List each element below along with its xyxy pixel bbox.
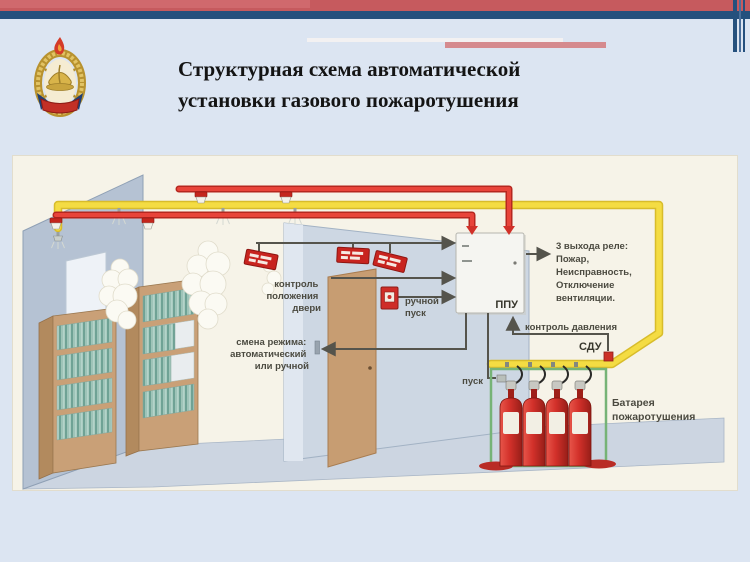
sdu-label: СДУ — [579, 341, 602, 353]
fire-safety-emblem-logo — [34, 37, 86, 117]
header-edge-accent — [733, 0, 737, 52]
door — [327, 268, 377, 468]
cylinder — [545, 362, 569, 467]
bookshelf-right — [125, 278, 199, 457]
header-bar-white — [307, 38, 563, 42]
gas-pipe — [53, 200, 664, 369]
slide-title: Структурная схема автоматической установ… — [178, 54, 618, 116]
door-frame-pillar — [284, 223, 303, 461]
mode-switch-device — [314, 340, 320, 355]
signal-lines — [256, 235, 609, 379]
slide-title-line2: установки газового пожаротушения — [178, 88, 519, 112]
gas-suppression-diagram: ППУ — [22, 174, 725, 490]
alarm-pipe-top — [175, 185, 515, 235]
slide-title-line1: Структурная схема автоматической — [178, 57, 521, 81]
alarm-pipe-bottom — [52, 211, 478, 235]
start-label: пуск — [462, 376, 483, 387]
header-edge-accent — [739, 0, 741, 52]
header-bar-red — [0, 0, 750, 11]
header-edge-accent — [743, 0, 745, 52]
gas-cylinders — [496, 362, 592, 467]
pressure-control-label: контроль давления — [525, 322, 617, 333]
manual-release-label: ручной пуск — [405, 296, 442, 319]
logo-ribbon — [40, 98, 80, 114]
ppu-cabinet: ППУ — [455, 232, 526, 315]
battery-label: Батарея пожаротушения — [612, 397, 695, 423]
door-control-label: контроль положения двери — [266, 279, 321, 314]
ppu-label: ППУ — [495, 299, 518, 311]
door-handle — [368, 366, 372, 370]
gas-cloud — [181, 240, 231, 330]
cylinder — [522, 362, 546, 467]
relay-outputs-label: 3 выхода реле: Пожар, Неисправность, Отк… — [556, 241, 634, 304]
header-bar-pink-left — [0, 0, 310, 8]
gas-cloud — [98, 258, 139, 330]
pilot-actuator — [496, 374, 507, 383]
cylinder — [496, 362, 523, 467]
cylinder — [568, 362, 592, 467]
manual-call-point — [380, 286, 399, 310]
header-bar-pink-right — [445, 42, 606, 48]
mode-switch-label: смена режима: автоматический или ручной — [230, 337, 309, 372]
bookshelf-left — [38, 307, 117, 480]
diagram-panel: ППУ — [12, 155, 738, 491]
sdu-pressure-switch — [603, 351, 614, 362]
